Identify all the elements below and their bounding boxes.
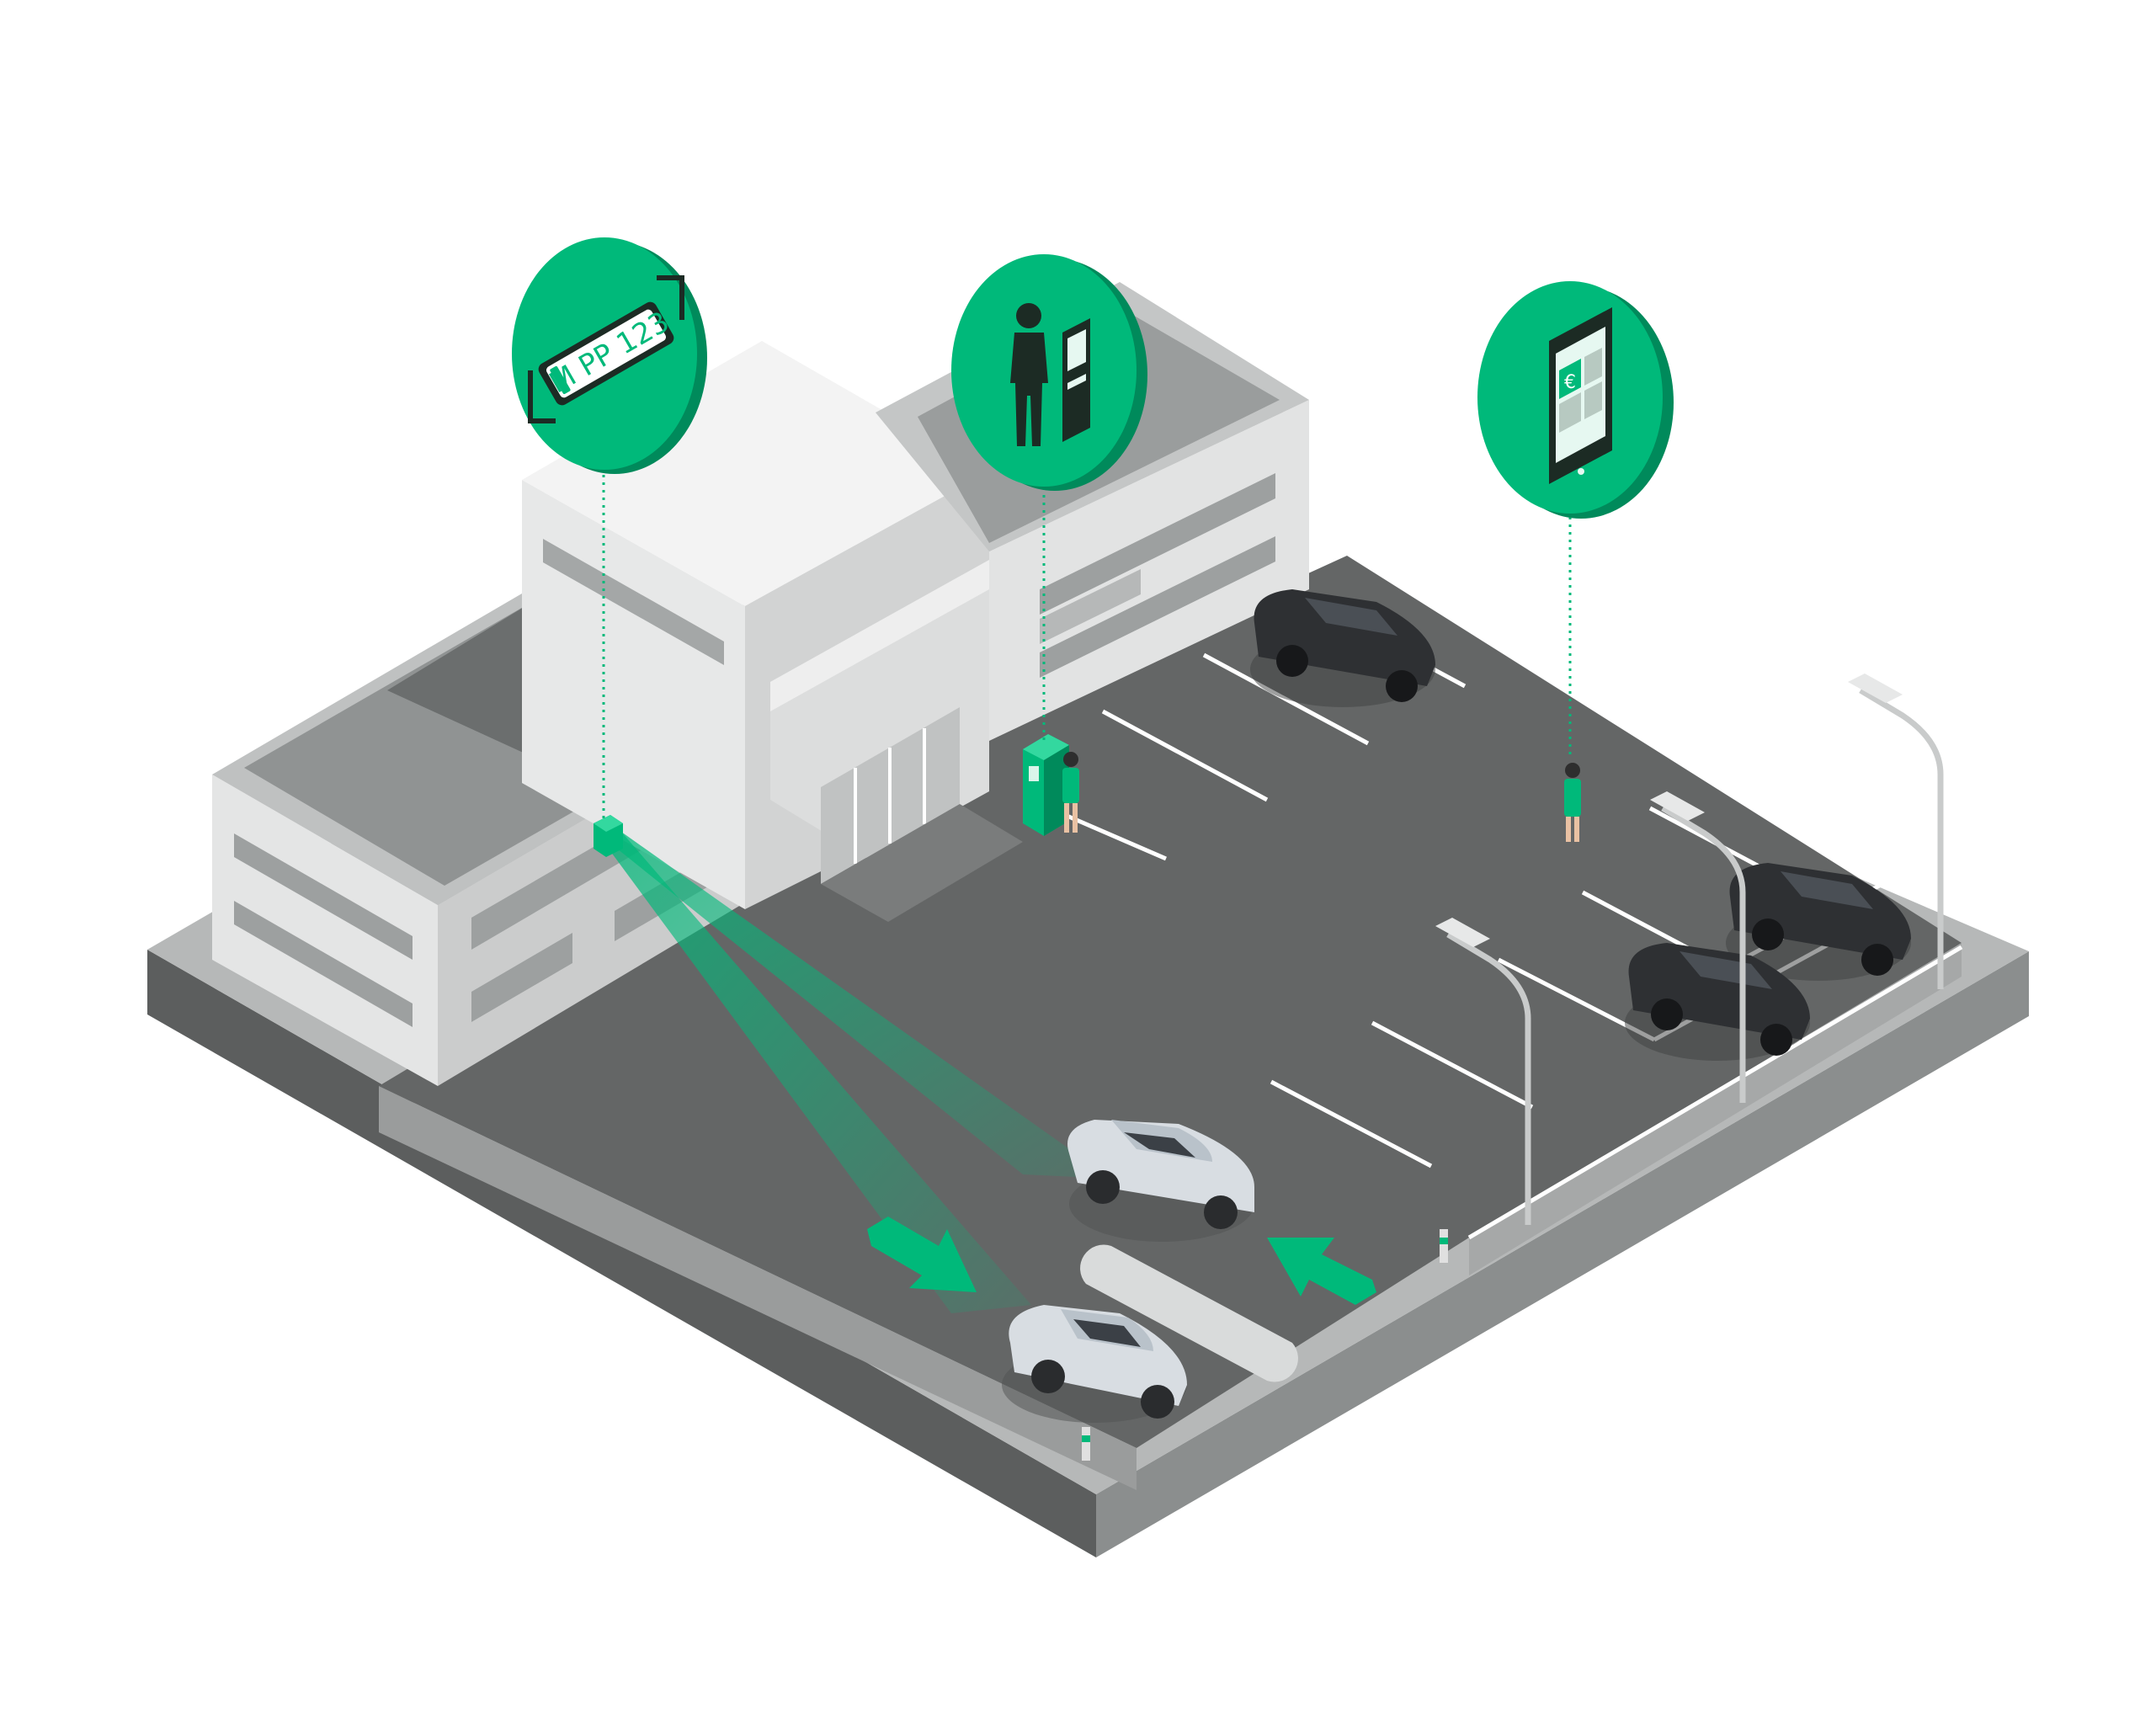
camera-beams bbox=[596, 832, 1111, 1313]
bubble-mobile-payment: € bbox=[1477, 281, 1674, 519]
lamp-heads bbox=[1435, 673, 1903, 947]
bubble-connectors bbox=[602, 467, 1572, 821]
dark-car-top bbox=[1250, 589, 1435, 707]
bubble-pay-station bbox=[951, 254, 1147, 491]
light-car-entering bbox=[1067, 1120, 1254, 1242]
light-car-exiting bbox=[1002, 1305, 1187, 1423]
euro-symbol: € bbox=[1564, 372, 1576, 393]
lane-divider bbox=[1080, 1244, 1298, 1382]
mobile-payment-icon: € bbox=[1549, 307, 1612, 484]
dark-car-right-front bbox=[1625, 943, 1810, 1061]
bollards bbox=[1082, 1229, 1448, 1461]
person-with-phone bbox=[1564, 763, 1581, 842]
asphalt-surface bbox=[379, 556, 1962, 1448]
lpr-camera bbox=[594, 815, 623, 857]
bubble-license-plate-recognition: M PP 123 bbox=[512, 237, 707, 474]
dark-car-right-back bbox=[1726, 863, 1911, 981]
street-lamps bbox=[1446, 687, 1944, 1225]
entry-arrow bbox=[1267, 1238, 1376, 1305]
pay-station bbox=[1023, 734, 1069, 836]
pay-station-icon bbox=[1010, 303, 1090, 446]
person-at-pay-station bbox=[1062, 752, 1079, 833]
exit-arrow bbox=[867, 1217, 977, 1292]
